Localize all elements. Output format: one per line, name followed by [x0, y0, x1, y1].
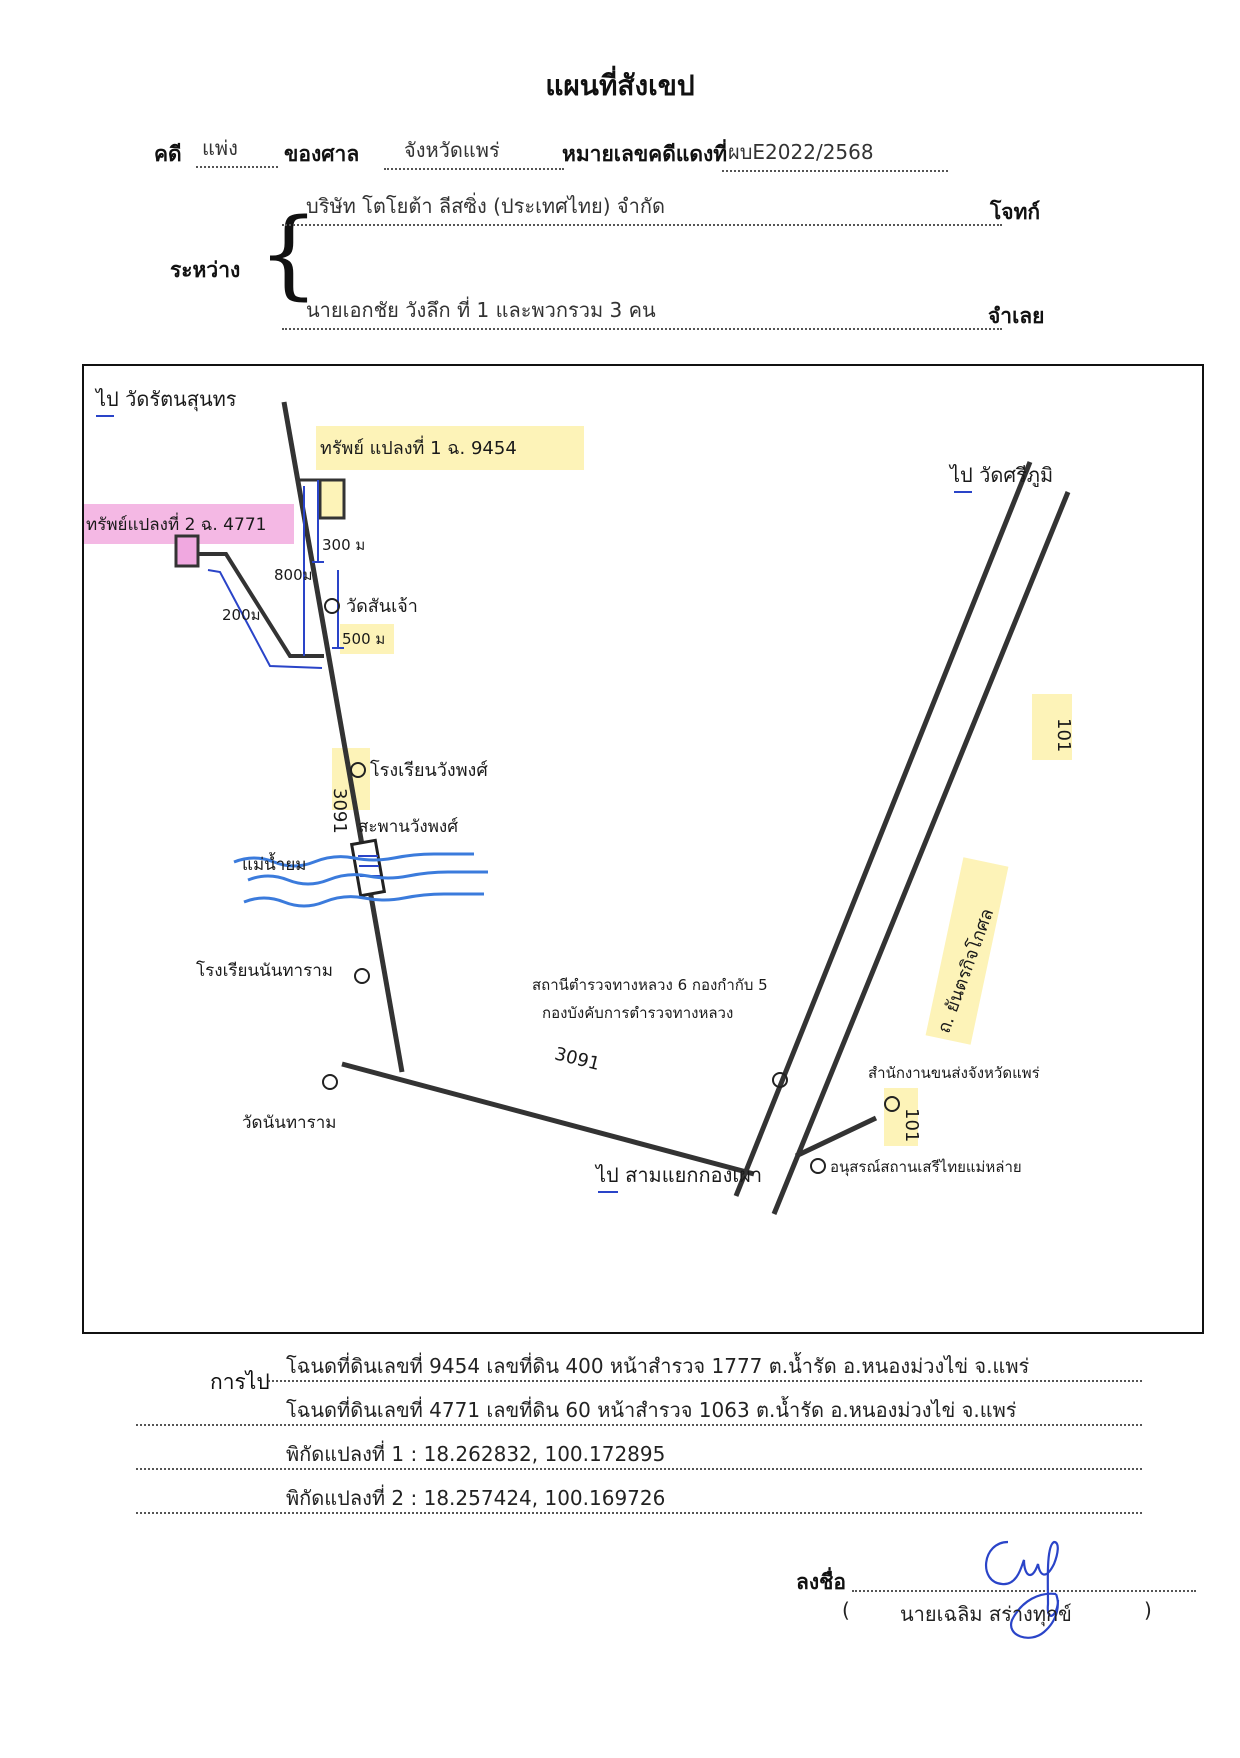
to-north-left-label: ไป วัดรัตนสุนทร — [94, 387, 237, 412]
detail-line-4-rule — [136, 1512, 1142, 1514]
bridge-label: สะพานวังพงศ์ — [358, 817, 458, 837]
red-case-number-field: ผบE2022/2568 — [722, 136, 948, 172]
dist-500-label: 500 ม — [342, 630, 385, 648]
marker-school-2 — [354, 968, 370, 984]
sketch-map: ไป วัดรัตนสุนทร ไป วัดศรีภูมิ ไป สามแยกก… — [82, 364, 1204, 1334]
sketch-map-drawing: ไป วัดรัตนสุนทร ไป วัดศรีภูมิ ไป สามแยกก… — [84, 387, 1074, 1215]
highway-101-top-highlight — [1032, 694, 1072, 760]
detail-line-3-rule — [136, 1468, 1142, 1470]
marker-monument — [810, 1158, 826, 1174]
defendant-field: นายเอกชัย วังลึก ที่ 1 และพวกรวม 3 คน — [282, 294, 1002, 330]
case-type-field: แพ่ง — [196, 132, 278, 168]
marker-transport-office — [884, 1096, 900, 1112]
plaintiff-field: บริษัท โตโยต้า ลีสซิ่ง (ประเทศไทย) จำกัด — [282, 190, 1002, 226]
handwritten-signature — [985, 1540, 1060, 1639]
parcel2-access-road — [198, 552, 324, 658]
detail-line-3: พิกัดแปลงที่ 1 : 18.262832, 100.172895 — [286, 1442, 666, 1466]
highway-name-highlight — [925, 857, 1009, 1045]
measurement-guides — [207, 480, 344, 669]
parcel2-shape — [174, 534, 200, 568]
court-name-field: จังหวัดแพร่ — [384, 134, 564, 170]
marker-school-1 — [350, 762, 366, 778]
highway-101-bottom-label: 101 — [901, 1108, 922, 1142]
highway-101-top-label: 101 — [1053, 718, 1074, 752]
dist-800-label: 800ม — [274, 566, 313, 584]
detail-line-4: พิกัดแปลงที่ 2 : 18.257424, 100.169726 — [286, 1486, 666, 1510]
detail-line-1-rule — [268, 1380, 1142, 1382]
signer-name: นายเฉลิม สร่างทุกข์ — [900, 1602, 1072, 1626]
case-label: คดี — [154, 142, 182, 166]
signer-close-paren: ) — [1144, 1598, 1152, 1622]
between-label: ระหว่าง — [170, 258, 241, 282]
marker-wat-nanthararam — [322, 1074, 338, 1090]
river-label: แม่น้ำยม — [242, 852, 307, 875]
detail-line-1: โฉนดที่ดินเลขที่ 9454 เลขที่ดิน 400 หน้า… — [286, 1354, 1030, 1378]
detail-line-2: โฉนดที่ดินเลขที่ 4771 เลขที่ดิน 60 หน้าส… — [286, 1398, 1017, 1422]
river-wave-1 — [233, 852, 474, 868]
transport-office-label: สำนักงานขนส่งจังหวัดแพร่ — [868, 1064, 1040, 1082]
directions-label: การไป — [210, 1370, 270, 1394]
guide-200-line — [207, 569, 323, 669]
road-3091-label-b: 3091 — [552, 1044, 602, 1075]
river-wave-2 — [247, 870, 488, 886]
river-wave-3 — [243, 892, 484, 908]
page-title: แผนที่สังเขป — [545, 69, 695, 102]
dist-200-label: 200ม — [222, 606, 261, 624]
police-label-2: กองบังคับการตำรวจทางหลวง — [542, 1004, 733, 1022]
parcel1-label: ทรัพย์ แปลงที่ 1 ฉ. 9454 — [320, 435, 517, 459]
highway-101-line-right — [771, 491, 1071, 1215]
wat-nanthararam-label: วัดนันทาราม — [242, 1113, 336, 1133]
road-3091-label-a: 3091 — [329, 788, 350, 834]
monument-label: อนุสรณ์สถานเสรีไทยแม่หล่าย — [830, 1158, 1022, 1177]
river-waves — [233, 852, 488, 908]
school-1-label: โรงเรียนวังพงศ์ — [370, 759, 488, 781]
sign-rule — [852, 1590, 1196, 1592]
school-2-label: โรงเรียนนันทาราม — [196, 960, 333, 981]
parcel2-label: ทรัพย์แปลงที่ 2 ฉ. 4771 — [86, 512, 266, 535]
dist-300-label: 300 ม — [322, 536, 365, 554]
red-case-number-label: หมายเลขคดีแดงที่ — [562, 142, 728, 166]
highway-101-line-left — [733, 461, 1033, 1197]
sign-label: ลงชื่อ — [796, 1570, 846, 1594]
dist-500-highlight — [340, 624, 394, 654]
parties-brace: { — [258, 198, 320, 310]
landmark-markers — [322, 598, 900, 1174]
police-label-1: สถานีตำรวจทางหลวง 6 กองกำกับ 5 — [532, 976, 768, 994]
to-north-right-label: ไป วัดศรีภูมิ — [948, 463, 1053, 488]
road-3091-horizontal — [341, 1061, 755, 1177]
plaintiff-role-label: โจทก์ — [990, 200, 1041, 224]
detail-line-2-rule — [136, 1424, 1142, 1426]
parcel1-shape — [318, 478, 346, 520]
marker-wat-sanchao — [324, 598, 340, 614]
to-south-label: ไป สามแยกกองเผา — [594, 1163, 762, 1187]
parcel1-label-highlight — [316, 426, 584, 470]
marker-police — [772, 1072, 788, 1088]
signer-open-paren: ( — [842, 1598, 850, 1622]
defendant-role-label: จำเลย — [988, 304, 1045, 328]
direction-underlines — [96, 415, 972, 1193]
monument-spur-road — [794, 1115, 878, 1159]
bridge-shape — [349, 838, 387, 898]
court-label: ของศาล — [284, 142, 360, 166]
wat-sanchao-label: วัดสันเจ้า — [346, 596, 418, 617]
